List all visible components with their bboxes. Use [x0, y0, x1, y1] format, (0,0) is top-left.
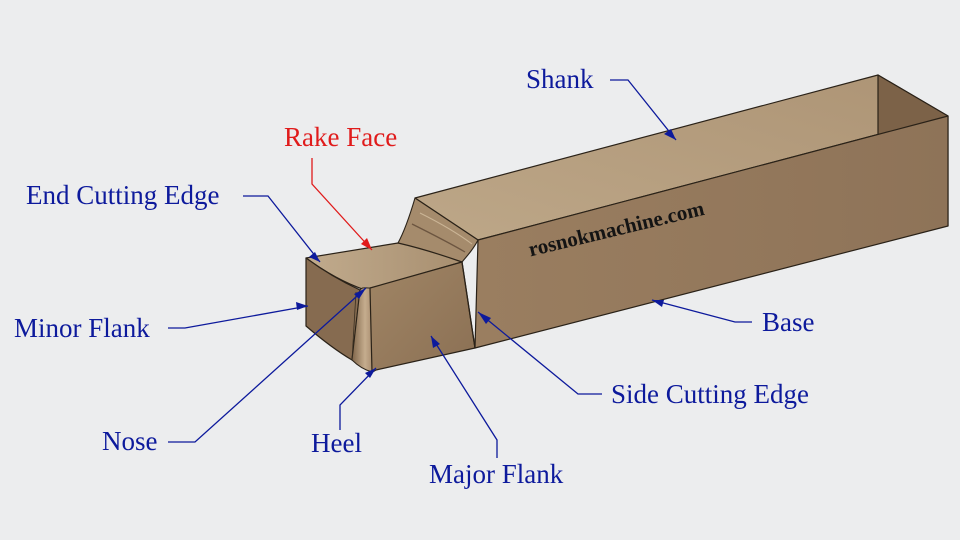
label-heel: Heel: [311, 428, 362, 458]
label-end-cutting-edge: End Cutting Edge: [26, 180, 220, 210]
label-nose: Nose: [102, 426, 158, 456]
rake-face-arrowhead: [361, 238, 372, 250]
base-leader: [651, 299, 752, 323]
nose-arrowhead: [354, 288, 366, 299]
leader-lines: [168, 79, 752, 458]
label-minor-flank: Minor Flank: [14, 313, 150, 343]
leader-arrowheads: [296, 129, 676, 378]
label-major-flank: Major Flank: [429, 459, 564, 489]
side-cutting-edge-arrowhead: [478, 312, 491, 324]
rake-step-groove: [411, 223, 466, 253]
nose-edge-line: [351, 291, 357, 361]
label-shank: Shank: [526, 64, 594, 94]
base-arrowhead: [652, 300, 664, 307]
nose-leader: [168, 287, 367, 443]
rake-face-leader: [311, 158, 373, 251]
side-cutting-edge-line: [461, 261, 476, 349]
label-base: Base: [762, 307, 815, 337]
shank-arrowhead: [664, 129, 676, 140]
label-rake-face: Rake Face: [284, 122, 398, 152]
label-side-cutting-edge: Side Cutting Edge: [611, 379, 809, 409]
side-cutting-edge-leader: [477, 311, 602, 395]
minor-flank-arrowhead: [296, 302, 308, 310]
heel-leader: [339, 367, 377, 430]
major-flank-arrowhead: [431, 336, 440, 348]
major-flank-leader: [430, 335, 498, 458]
shank-leader: [610, 79, 677, 141]
minor-flank-leader: [168, 305, 309, 329]
rake-step-groove-2: [419, 212, 473, 245]
shank-side-face: [474, 115, 949, 349]
end-cutting-edge-leader: [243, 195, 321, 263]
heel-arrowhead: [365, 368, 376, 378]
end-cutting-edge-arrowhead: [309, 252, 320, 262]
